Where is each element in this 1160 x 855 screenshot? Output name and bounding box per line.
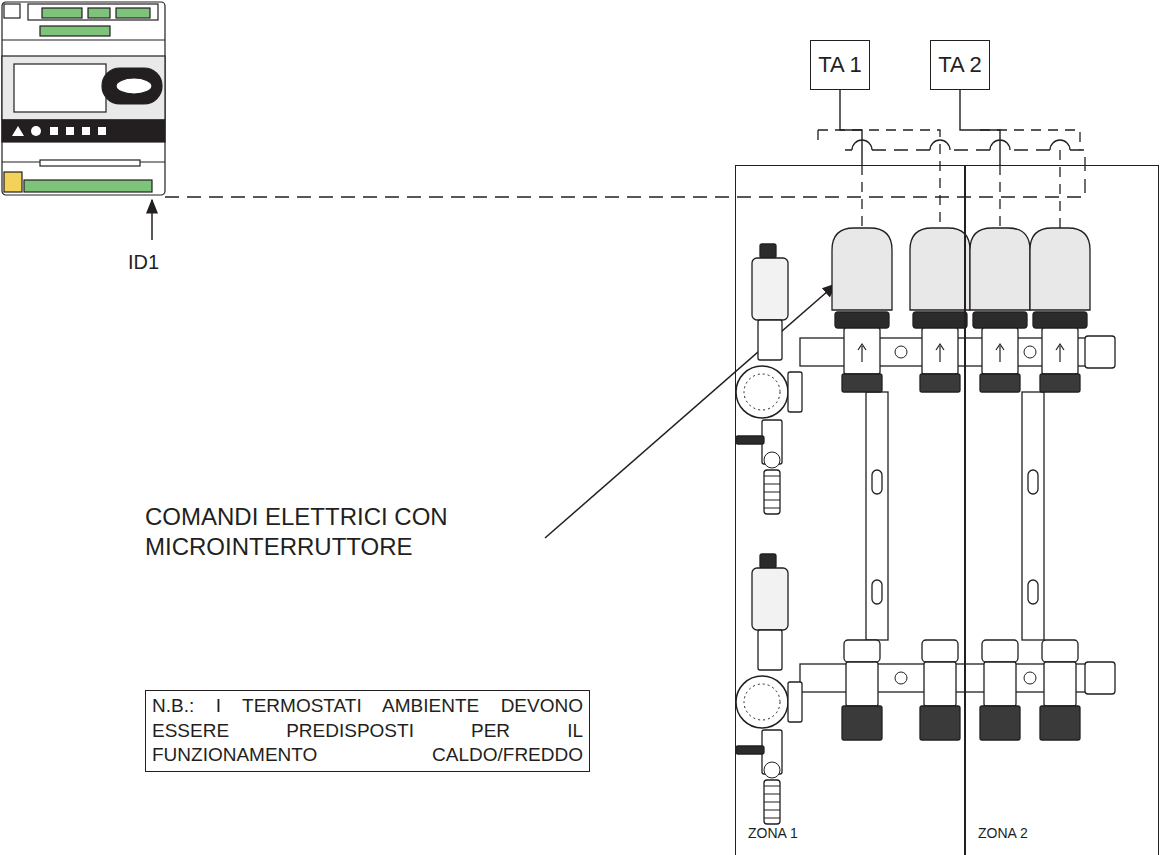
- signal-wire: [165, 150, 1085, 197]
- signal-name: ID1: [128, 250, 159, 275]
- zone-label: ZONA 1: [748, 825, 798, 842]
- leader-line: [545, 284, 836, 538]
- note-text: N.B.: I TERMOSTATI AMBIENTE DEVONO ESSER…: [152, 694, 583, 768]
- thermostat-wire: [818, 130, 1080, 228]
- zone-panel: ZONA 2: [965, 165, 1159, 855]
- leader-line: [151, 200, 153, 240]
- thermostat-box: TA 1: [810, 40, 870, 90]
- thermostat-label: TA 1: [818, 52, 862, 78]
- manifold-illustration: [736, 228, 1115, 824]
- thermostat-wire: [960, 90, 1000, 165]
- controller: [2, 2, 165, 195]
- zone-label: ZONA 2: [978, 825, 1028, 842]
- thermostat-label: TA 2: [938, 52, 982, 78]
- thermostat-wire: [840, 90, 862, 165]
- zone-panel: ZONA 1: [735, 165, 965, 855]
- note-box: N.B.: I TERMOSTATI AMBIENTE DEVONO ESSER…: [145, 690, 590, 772]
- callout-label: COMANDI ELETTRICI CON MICROINTERRUTTORE: [145, 502, 545, 562]
- thermostat-box: TA 2: [930, 40, 990, 90]
- wire-hops: [852, 140, 1070, 150]
